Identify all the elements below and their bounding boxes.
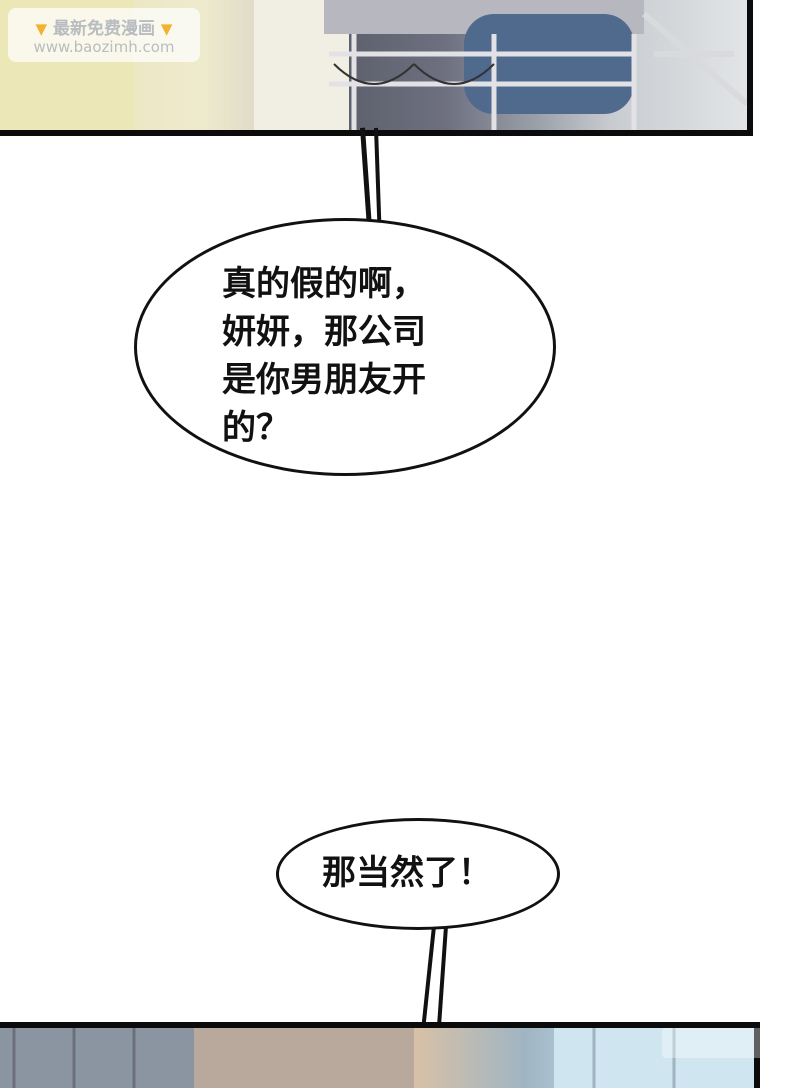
top-comic-panel: ▼ 最新免费漫画 ▼ www.baozimh.com [0, 0, 753, 136]
watermark-url: www.baozimh.com [33, 38, 175, 56]
dialogue-text-1: 真的假的啊， 妍妍，那公司 是你男朋友开 的？ [222, 264, 426, 448]
pointing-down-hand-icon: ▼ [35, 20, 48, 38]
publisher-logo [662, 1028, 780, 1058]
speech-bubble-2 [276, 818, 560, 930]
speech-bubble-tail-1 [360, 127, 372, 226]
dialogue-text-2: 那当然了！ [322, 853, 492, 893]
speech-bubble-1 [134, 218, 556, 476]
bottom-scene-art [0, 1028, 754, 1088]
watermark: ▼ 最新免费漫画 ▼ www.baozimh.com [8, 8, 200, 62]
bottom-comic-panel [0, 1022, 760, 1088]
watermark-title: 最新免费漫画 [53, 19, 155, 39]
speech-bubble-tail-1b [374, 127, 382, 222]
pointing-down-hand-icon: ▼ [160, 20, 173, 38]
